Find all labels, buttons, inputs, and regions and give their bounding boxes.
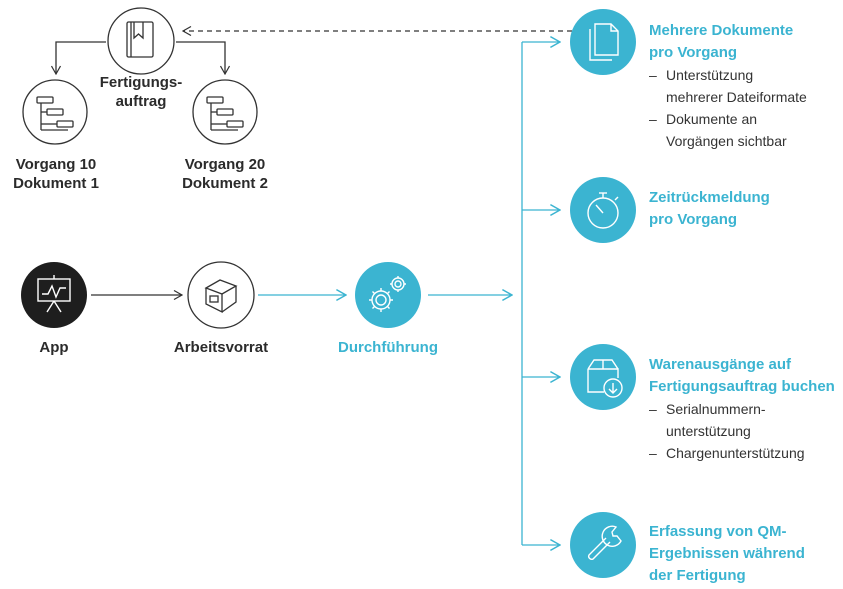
feature-title: Mehrere Dokumente pro Vorgang: [649, 22, 794, 61]
qm-results-feature-node: [570, 512, 636, 578]
bullet-text: Dokumente an Vorgängen sichtbar: [666, 111, 787, 149]
production-order-label: Fertigungs- auftrag: [86, 73, 196, 111]
stopwatch-icon: [587, 192, 619, 229]
execution-node: [355, 262, 421, 328]
execution-label: Durchführung: [338, 339, 438, 356]
feature-documents: Mehrere Dokumente pro Vorgang – Unterstü…: [649, 20, 841, 152]
order-split-connector: [56, 41, 225, 74]
app-label: App: [39, 339, 69, 356]
documents-feature-node: [570, 9, 636, 75]
operation-20-node: [192, 79, 258, 145]
bullet-text: Unterstützung mehrerer Dateiformate: [666, 67, 807, 105]
feature-branch-bus: [521, 42, 560, 545]
operation-20-label: Vorgang 20 Dokument 2: [169, 155, 281, 193]
bullet-dash: –: [649, 67, 657, 83]
feature-title: Warenausgänge auf Fertigungsauftrag buch…: [649, 356, 835, 395]
feature-goods-issue: Warenausgänge auf Fertigungsauftrag buch…: [649, 354, 841, 464]
feature-title: Erfassung von QM- Ergebnissen während de…: [649, 523, 805, 584]
time-confirmation-feature-node: [570, 177, 636, 243]
bookmark-document-icon: [126, 21, 154, 58]
feature-bullet: – Dokumente an Vorgängen sichtbar: [649, 108, 841, 152]
bullet-dash: –: [649, 111, 657, 127]
bullet-dash: –: [649, 445, 657, 461]
production-order-text: Fertigungs- auftrag: [99, 74, 183, 110]
goods-issue-feature-node: [570, 344, 636, 410]
feature-qm-results: Erfassung von QM- Ergebnissen während de…: [649, 521, 841, 587]
feature-time-confirmation: Zeitrückmeldung pro Vorgang: [649, 187, 841, 231]
process-steps-icon: [206, 96, 244, 131]
feature-title: Zeitrückmeldung pro Vorgang: [649, 189, 770, 228]
wrench-icon: [588, 525, 622, 560]
gears-icon: [369, 276, 406, 312]
app-node: [21, 262, 87, 328]
process-steps-icon: [36, 96, 74, 131]
operation-10-label: Vorgang 10 Dokument 1: [0, 155, 112, 193]
production-order-node: [107, 7, 175, 75]
box-icon: [204, 279, 238, 314]
operation-10-text: Vorgang 10 Dokument 1: [13, 156, 99, 192]
presentation-board-icon: [37, 275, 71, 313]
operation-20-text: Vorgang 20 Dokument 2: [182, 156, 268, 192]
operation-10-node: [22, 79, 88, 145]
worklist-node: [187, 261, 255, 329]
bullet-dash: –: [649, 401, 657, 417]
worklist-label: Arbeitsvorrat: [173, 339, 269, 356]
goods-issue-icon: [587, 359, 623, 398]
feature-bullet: – Unterstützung mehrerer Dateiformate: [649, 64, 841, 108]
feature-bullet: – Chargenunterstützung: [649, 442, 841, 464]
bullet-text: Chargenunterstützung: [666, 445, 805, 461]
documents-icon: [589, 23, 619, 61]
bullet-text: Serialnummern- unterstützung: [666, 401, 766, 439]
feature-bullet: – Serialnummern- unterstützung: [649, 398, 841, 442]
